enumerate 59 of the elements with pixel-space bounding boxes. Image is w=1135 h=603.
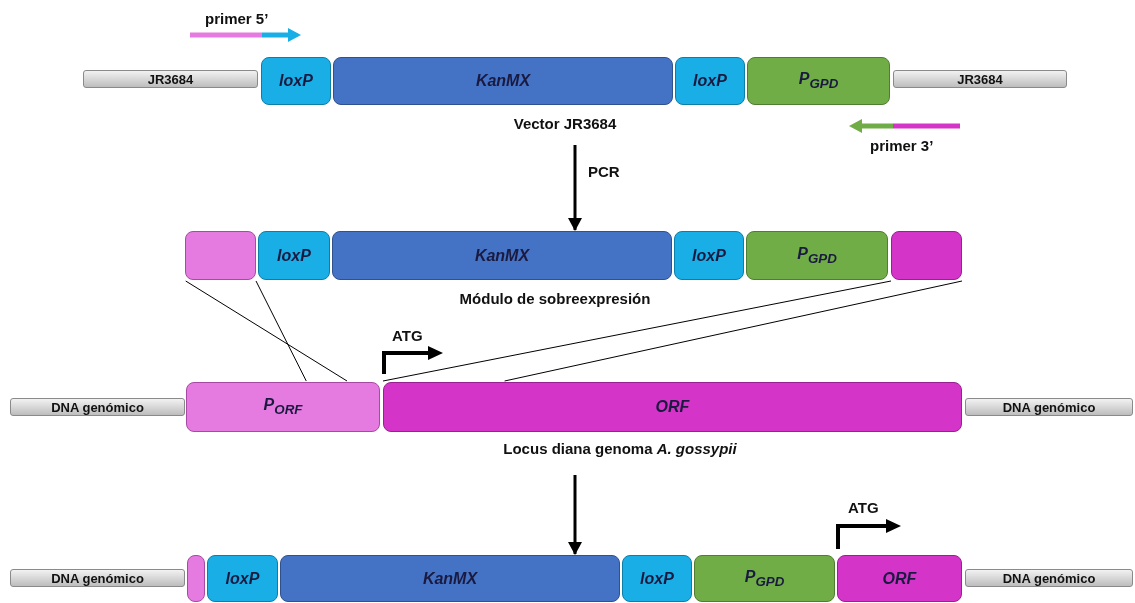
flanking-dna-bar bbox=[83, 70, 258, 88]
segment-label: ORF bbox=[655, 398, 690, 416]
crossover-line bbox=[504, 280, 963, 382]
segment-label: KanMX bbox=[474, 246, 530, 265]
flanking-dna-bar bbox=[965, 569, 1133, 587]
caption: Locus diana genoma A. gossypii bbox=[503, 440, 737, 457]
segment-label: P$_{ORF}$ bbox=[263, 396, 303, 418]
gene-segment bbox=[207, 555, 278, 602]
primer-label: primer 5’ bbox=[205, 10, 269, 27]
codon-label: ATG bbox=[848, 499, 879, 516]
segment-label: loxP bbox=[693, 72, 727, 90]
segment-label: loxP bbox=[640, 569, 674, 588]
segment-label: JR3684 bbox=[957, 71, 1003, 87]
segment-label: P$_{GPD}$ bbox=[798, 70, 839, 92]
segment-label: DNA genómico bbox=[1002, 570, 1096, 586]
segment-label: JR3684 bbox=[147, 71, 194, 87]
segment-label: P$_{GPD}$ bbox=[744, 567, 785, 590]
arrow bbox=[568, 475, 582, 555]
gene-segment bbox=[746, 231, 888, 280]
caption: Vector JR3684 bbox=[513, 115, 617, 132]
gene-segment bbox=[694, 555, 835, 602]
gene-segment bbox=[837, 555, 962, 602]
gene-segment bbox=[280, 555, 620, 602]
gene-segment bbox=[186, 382, 380, 432]
caption: Módulo de sobreexpresión bbox=[459, 290, 651, 307]
segment-label: DNA genómico bbox=[51, 399, 144, 415]
segment-label: loxP bbox=[279, 72, 313, 90]
gene-segment bbox=[258, 231, 330, 280]
flanking-dna-bar bbox=[965, 398, 1133, 416]
gene-segment bbox=[332, 231, 672, 280]
segment-label: DNA genómico bbox=[1002, 399, 1096, 415]
segment-label: loxP bbox=[277, 246, 311, 265]
gene-segment bbox=[383, 382, 962, 432]
primer-label: primer 3’ bbox=[870, 137, 934, 154]
crossover-line bbox=[255, 280, 307, 382]
gene-segment bbox=[674, 231, 744, 280]
crossover-line bbox=[382, 280, 892, 382]
segment-label: loxP bbox=[692, 246, 726, 265]
sequence-block bbox=[187, 555, 205, 602]
crossover-line bbox=[185, 280, 348, 382]
segment-label: ORF bbox=[882, 569, 917, 588]
gene-segment bbox=[333, 57, 673, 105]
sequence-block bbox=[185, 231, 256, 280]
gene-segment bbox=[261, 57, 331, 105]
flanking-dna-bar bbox=[893, 70, 1067, 88]
segment-label: P$_{GPD}$ bbox=[797, 244, 837, 267]
codon-label: ATG bbox=[392, 327, 423, 344]
arrow bbox=[568, 145, 582, 231]
flanking-dna-bar bbox=[10, 398, 185, 416]
segment-label: loxP bbox=[225, 569, 260, 588]
flanking-dna-bar bbox=[10, 569, 185, 587]
edge-label: PCR bbox=[588, 163, 620, 180]
segment-label: KanMX bbox=[422, 569, 478, 588]
gene-segment bbox=[622, 555, 692, 602]
segment-label: KanMX bbox=[475, 72, 531, 90]
segment-label: DNA genómico bbox=[51, 570, 144, 586]
gene-segment bbox=[747, 57, 890, 105]
gene-segment bbox=[675, 57, 745, 105]
sequence-block bbox=[891, 231, 962, 280]
